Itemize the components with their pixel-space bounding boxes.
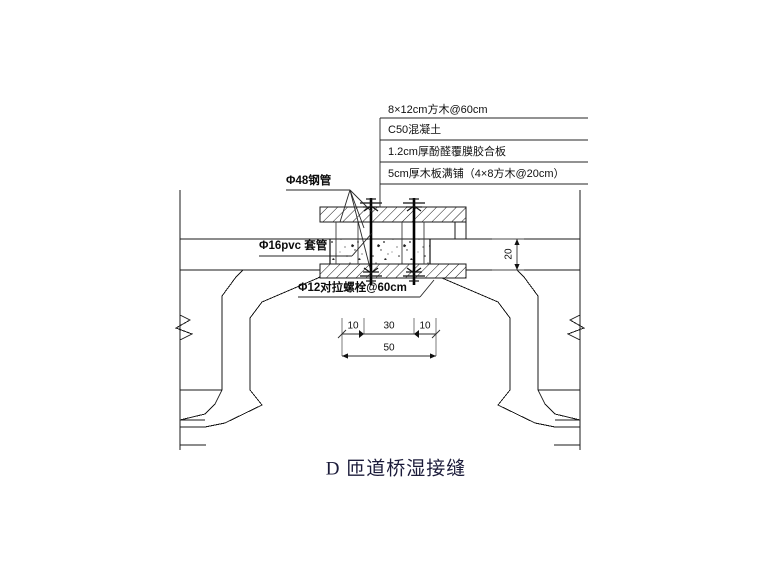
note-concrete: C50混凝土: [388, 122, 441, 136]
bolt-head-bottom-right: [403, 267, 425, 282]
note-plank-deck: 5cm厚木板满铺（4×8方木@20cm）: [388, 166, 565, 180]
callout-tie-bolt: [298, 279, 435, 298]
tie-bolt-assembly: [360, 198, 425, 285]
bolt-head-top-right: [403, 198, 425, 212]
callout-tie-bolt-label: Φ12对拉螺栓@60cm: [298, 280, 407, 294]
callout-pvc-sleeve: [259, 232, 373, 257]
break-symbol-left: [174, 314, 194, 341]
break-symbol-right: [566, 314, 586, 341]
box-girder-section: [174, 190, 586, 450]
callout-pvc-sleeve-label: Φ16pvc 套管: [259, 238, 328, 252]
dimension-depth-value: 20: [504, 248, 515, 260]
callout-steel-pipe: [286, 189, 373, 269]
drawing-title: D 匝道桥湿接缝: [326, 457, 466, 479]
dimension-depth-20: 20: [492, 238, 524, 271]
bolt-head-bottom-left: [360, 267, 382, 282]
bottom-formwork-band: [319, 263, 467, 279]
dimension-chain: 10 30 10 50: [337, 318, 441, 359]
joint-formwork: [319, 206, 467, 279]
dimension-chain-left: 10: [347, 321, 359, 332]
bolt-head-top-left: [360, 198, 382, 212]
note-plywood: 1.2cm厚酚醛覆膜胶合板: [388, 144, 506, 158]
callout-steel-pipe-label: Φ48钢管: [286, 173, 332, 187]
dimension-chain-right: 10: [419, 321, 431, 332]
layer-note-leaders: [379, 117, 588, 207]
note-timber-beam: 8×12cm方木@60cm: [388, 102, 488, 116]
dimension-chain-middle: 30: [383, 321, 395, 332]
dimension-total-value: 50: [383, 343, 395, 354]
top-formwork-band: [319, 206, 467, 223]
